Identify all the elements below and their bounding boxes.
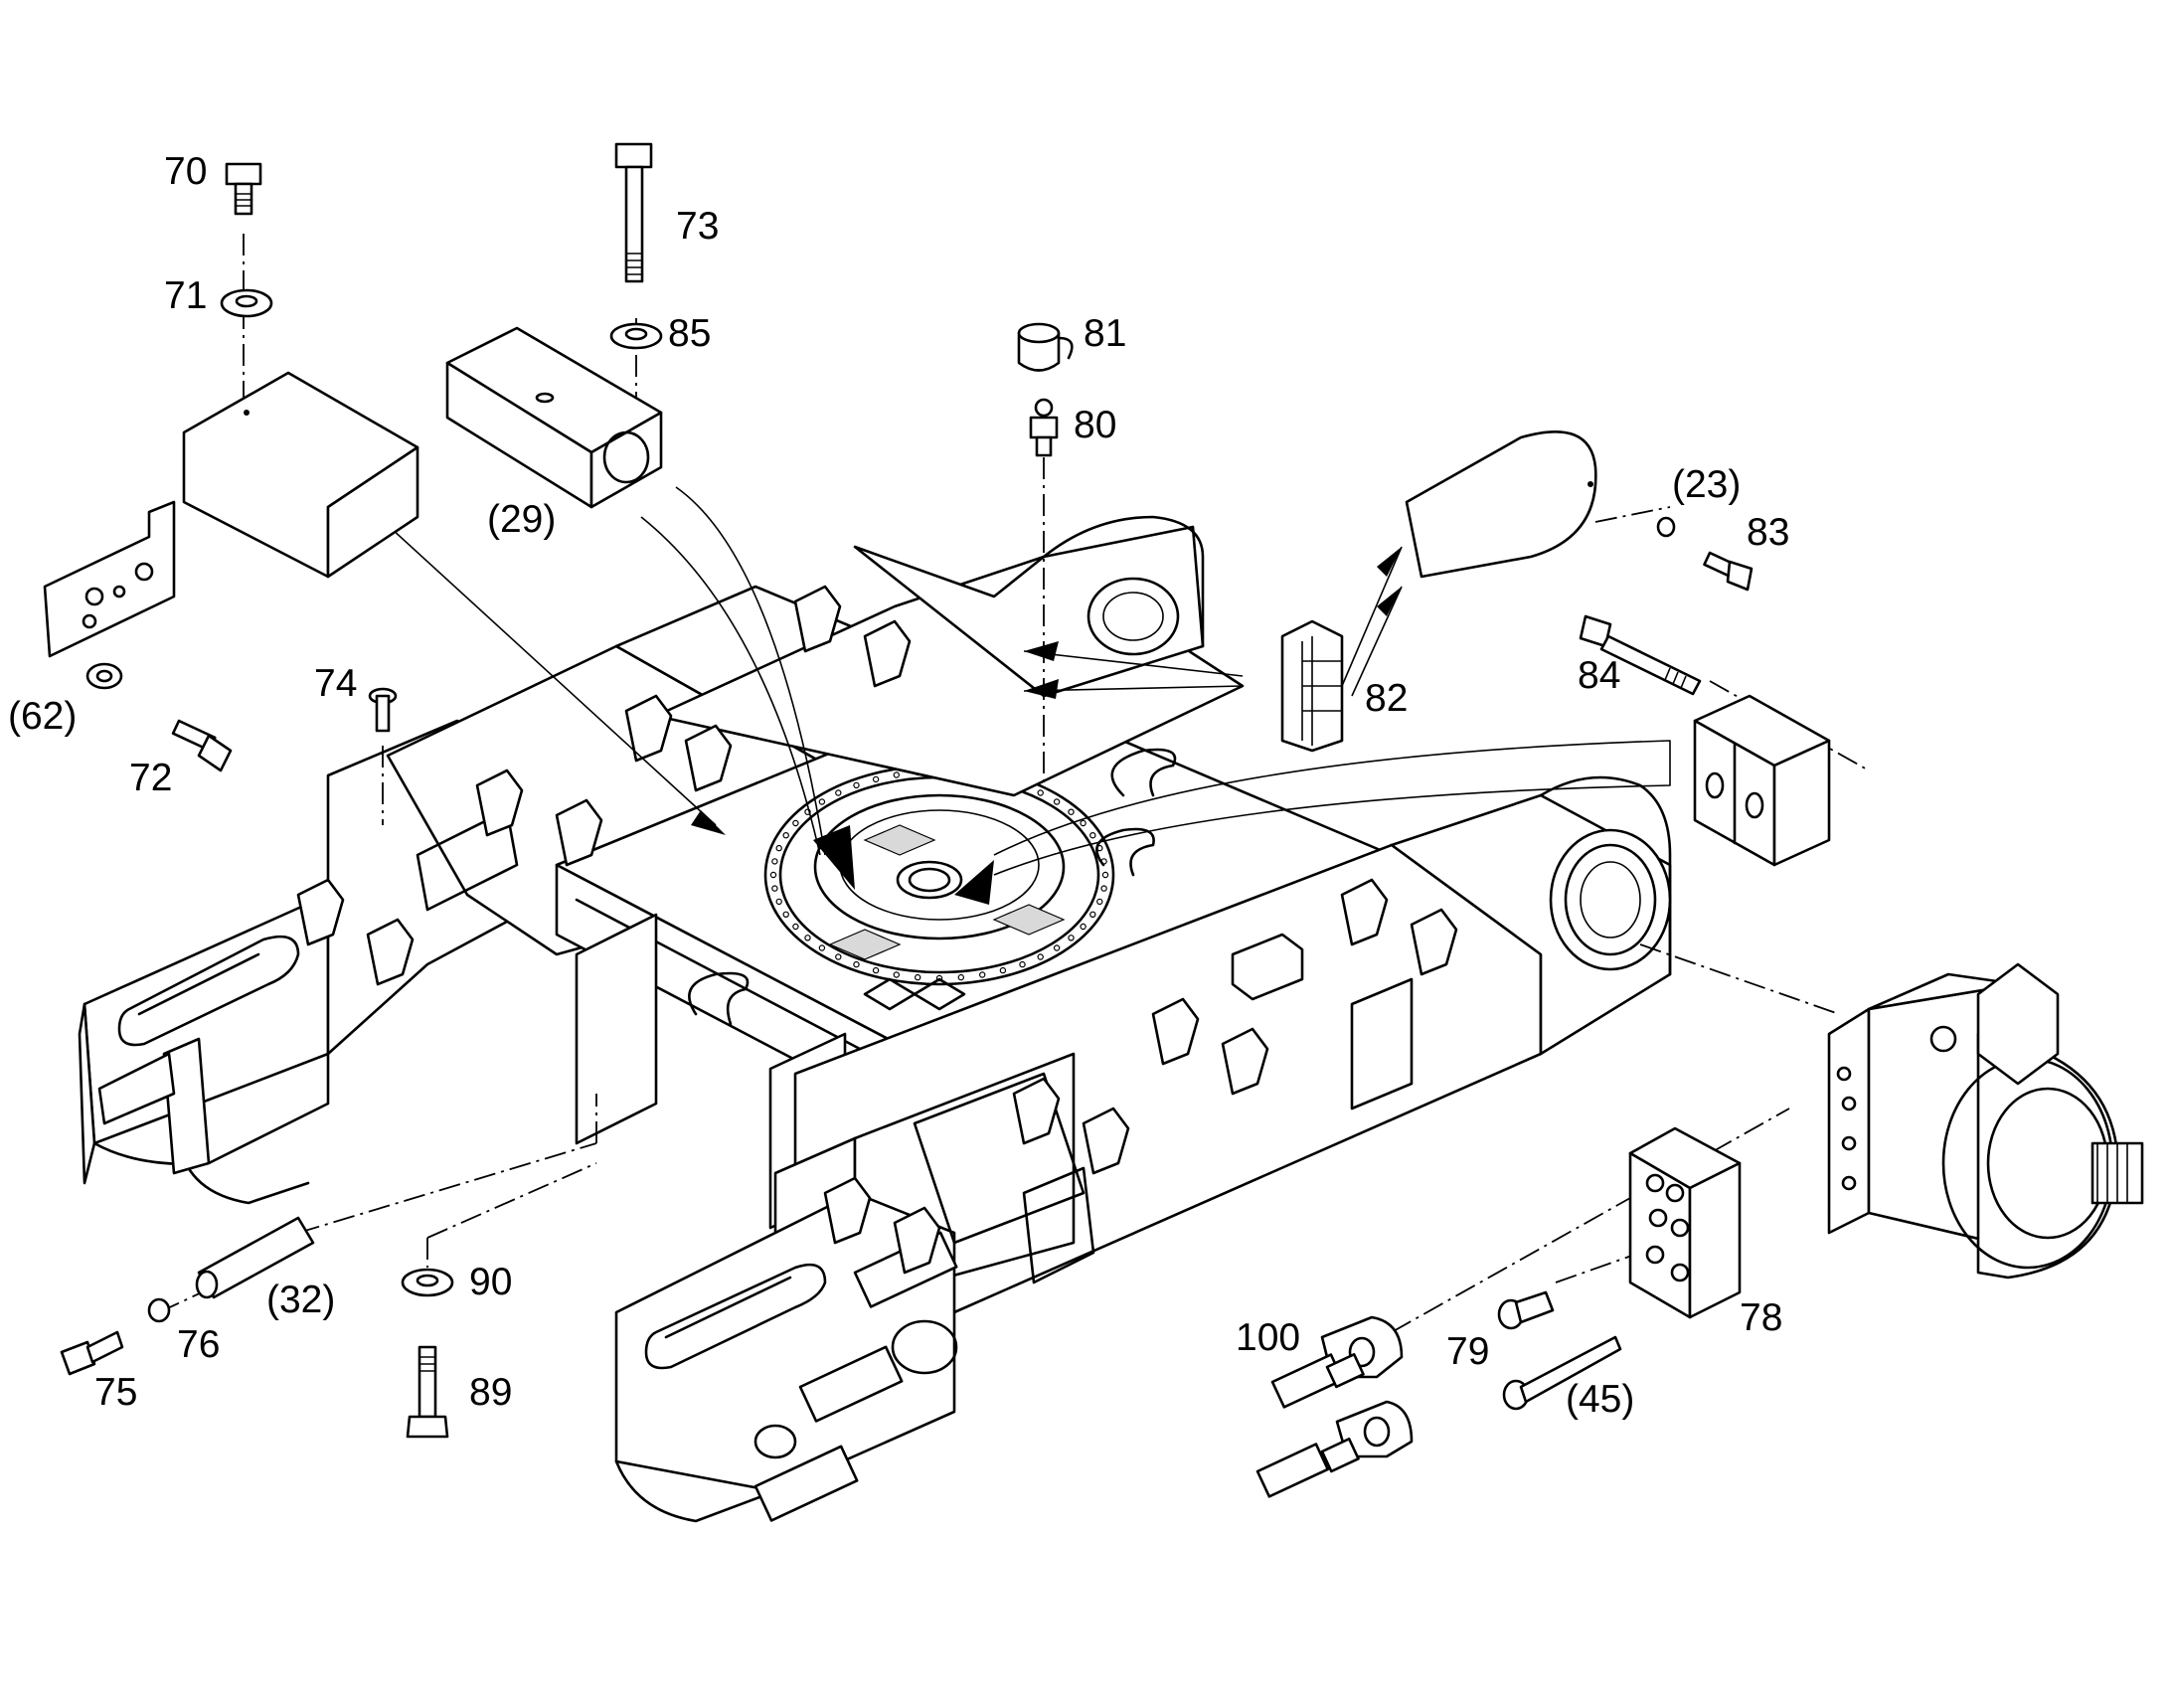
ring-bolt-hole: [872, 775, 880, 783]
callout-73: 73: [676, 205, 719, 248]
ring-bolt-hole: [1100, 885, 1107, 892]
ring-bolt-hole: [1037, 953, 1044, 960]
callout-90: 90: [469, 1261, 512, 1303]
cover-box: [182, 371, 419, 579]
ring-bolt-hole: [935, 974, 943, 982]
callout-70: 70: [164, 150, 207, 193]
bolt-74: [368, 687, 398, 733]
callout-72: 72: [129, 757, 172, 799]
ring-bolt-hole: [1089, 911, 1096, 919]
callout-100: 100: [1236, 1316, 1300, 1359]
travel-motor: [1827, 962, 2144, 1280]
ring-bolt-hole: [1080, 819, 1086, 827]
fitting-80: [1029, 398, 1059, 457]
ring-bolt-hole: [1096, 898, 1103, 906]
bolt-89: [406, 1345, 449, 1439]
washer-62: [85, 662, 123, 690]
callout-85: 85: [668, 312, 711, 355]
ring-bolt-hole: [769, 871, 777, 879]
callout-74: 74: [314, 662, 357, 705]
callout-23: (23): [1672, 463, 1741, 506]
screw-45: [1502, 1335, 1622, 1411]
bolt-75: [60, 1330, 124, 1376]
callout-80: 80: [1074, 404, 1116, 446]
ring-bolt-hole: [1080, 923, 1086, 931]
callout-labels: 70 71 73 85 81 80 (29) (23) 83 (62) 74 8…: [8, 150, 1789, 1421]
ring-bolt-hole: [1068, 935, 1075, 941]
washer-23: [1656, 516, 1676, 538]
ring-bolt-hole: [893, 971, 901, 978]
ring-bolt-hole: [835, 953, 842, 960]
ring-bolt-hole: [792, 819, 799, 827]
ring-bolt-hole: [771, 885, 778, 892]
valve-block-78: [1628, 1126, 1742, 1319]
ring-bolt-hole: [771, 858, 778, 865]
callout-71: 71: [164, 274, 207, 317]
cap-81: [1017, 322, 1074, 372]
callout-76: 76: [177, 1323, 220, 1366]
ring-bolt-hole: [782, 911, 789, 919]
callout-79: 79: [1446, 1330, 1489, 1373]
callout-32: (32): [266, 1279, 335, 1321]
block-84-pair: [1693, 694, 1831, 867]
flange-100: [1255, 1315, 1414, 1498]
washer-85: [609, 322, 663, 350]
callout-84: 84: [1578, 654, 1620, 697]
ring-bolt-hole: [853, 960, 860, 968]
callout-75: 75: [94, 1371, 137, 1414]
ring-bolt-hole: [1089, 832, 1096, 839]
undercarriage-frame: [78, 515, 1672, 1523]
callout-83: 83: [1747, 511, 1789, 554]
washer-71: [220, 288, 273, 318]
bolt-70: [225, 162, 262, 216]
ring-bolt-hole: [1101, 871, 1109, 879]
ring-bolt-hole: [792, 923, 799, 931]
ring-bolt-hole: [957, 973, 965, 981]
callout-82: 82: [1365, 677, 1408, 720]
ring-bolt-hole: [775, 844, 782, 852]
cover-23: [1405, 429, 1597, 579]
ring-bolt-hole: [1053, 798, 1061, 805]
leader-lines: [158, 234, 1870, 1333]
hinge-82: [1280, 619, 1344, 753]
callout-62: (62): [8, 695, 77, 738]
ring-bolt-hole: [804, 935, 811, 941]
callout-45: (45): [1566, 1378, 1634, 1421]
ring-bolt-hole: [872, 966, 880, 974]
callout-78: 78: [1740, 1296, 1782, 1339]
bolt-72: [171, 719, 233, 772]
ring-bolt-hole: [915, 973, 921, 981]
washer-90: [401, 1268, 454, 1297]
bolt-83: [1703, 551, 1754, 592]
ring-bolt-hole: [999, 966, 1007, 974]
ring-bolt-hole: [853, 781, 860, 789]
roller-brackets: [296, 585, 1458, 1275]
callout-89: 89: [469, 1371, 512, 1414]
ring-bolt-hole: [804, 808, 811, 815]
ring-bolt-hole: [1037, 789, 1044, 796]
callout-29: (29): [487, 498, 556, 541]
ring-bolt-hole: [1019, 960, 1026, 968]
block-29: [445, 326, 663, 509]
plate-62: [43, 500, 176, 658]
ring-bolt-hole: [782, 832, 789, 839]
ring-bolt-hole: [835, 789, 842, 796]
ring-bolt-hole: [979, 971, 986, 978]
screw-79: [1497, 1290, 1555, 1330]
bolt-73: [614, 142, 653, 283]
bolt-84: [1579, 614, 1702, 696]
ring-bolt-hole: [818, 798, 826, 805]
ring-bolt-hole: [818, 944, 826, 951]
ring-bolt-hole: [775, 898, 782, 906]
ring-bolt-hole: [1068, 808, 1075, 815]
callout-81: 81: [1084, 312, 1126, 355]
ring-bolt-hole: [893, 771, 901, 778]
ring-bolt-hole: [1053, 944, 1061, 951]
washer-76: [147, 1297, 171, 1323]
pin-32: [195, 1216, 315, 1299]
